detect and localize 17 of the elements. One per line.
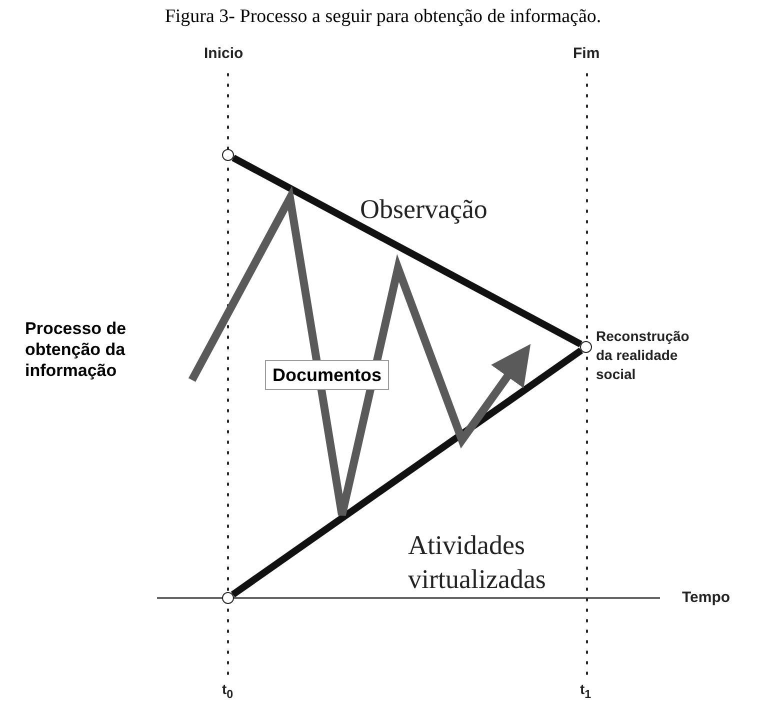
axis-label: Tempo bbox=[682, 588, 732, 607]
end-label: Fim bbox=[573, 44, 601, 63]
text-box: Documentos bbox=[265, 360, 389, 390]
junction-circle bbox=[580, 341, 592, 353]
figure-title: Figura 3- Processo a seguir para obtenção de informação. bbox=[164, 6, 602, 28]
triangle-side-line bbox=[232, 154, 582, 348]
triangle-side-line bbox=[230, 348, 584, 598]
region-label: Observação bbox=[360, 194, 488, 225]
junction-circle bbox=[222, 149, 234, 161]
process-label: Processo de obtenção da informação bbox=[25, 318, 190, 381]
time-label: t$_{0}$ bbox=[222, 680, 234, 702]
junction-circle bbox=[222, 592, 234, 604]
node-caption: Reconstrução da realidade social bbox=[596, 327, 690, 384]
zigzag-arrow bbox=[188, 186, 531, 519]
region-label: Atividades virtualizadas bbox=[408, 529, 547, 596]
start-label: Inicio bbox=[204, 44, 244, 63]
time-label: t$_{1}$ bbox=[580, 680, 592, 702]
